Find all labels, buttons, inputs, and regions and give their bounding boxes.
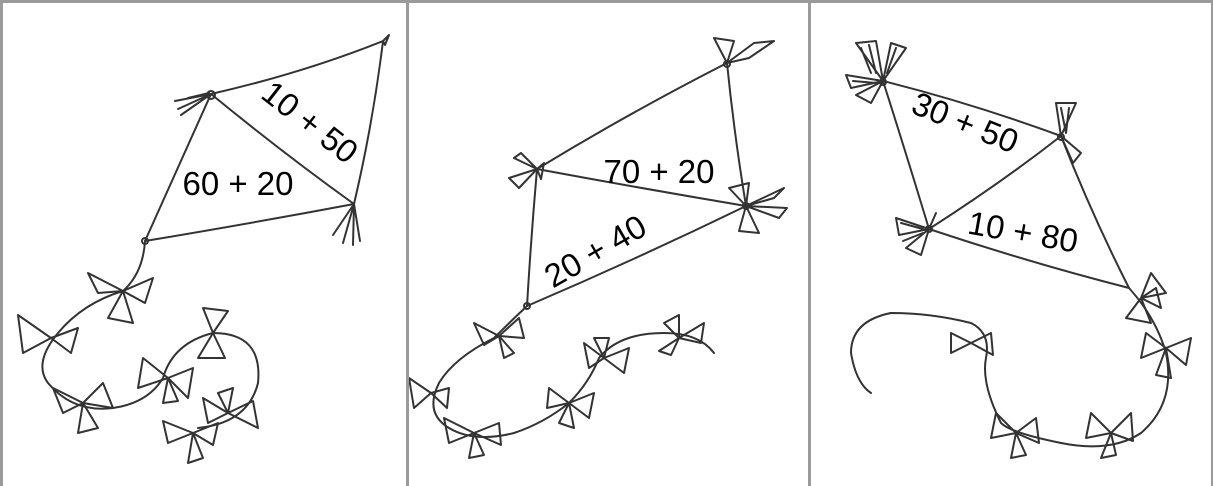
kite-3-corner-bows (845, 40, 1082, 256)
kite-3-expression-top: 30 + 50 (907, 84, 1024, 160)
panel-divider-1 (406, 0, 409, 486)
kite-panel-2: 70 + 20 20 + 40 (409, 3, 808, 486)
kite-1-tassel-bottom (332, 203, 361, 246)
kite-3-lower-triangle (928, 135, 1130, 289)
kite-2-upper-triangle (536, 62, 747, 207)
kite-1-tail-string (41, 240, 260, 429)
kite-1-expression-top: 10 + 50 (255, 73, 365, 171)
kite-1-top-knot (382, 34, 390, 46)
kite-2-expression-bottom: 20 + 40 (538, 207, 653, 295)
kite-1-expression-bottom: 60 + 20 (182, 165, 293, 202)
kite-3-expression-bottom: 10 + 80 (965, 204, 1081, 260)
kite-2-expression-top: 70 + 20 (603, 153, 714, 190)
frame-right-border (1211, 0, 1213, 486)
frame-left-border (0, 0, 3, 486)
kite-drawing-2: 70 + 20 20 + 40 (409, 37, 788, 459)
kite-3-upper-triangle (882, 80, 1062, 230)
kite-panel-1: 10 + 50 60 + 20 (3, 3, 406, 486)
frame-top-border (0, 0, 1213, 3)
kite-1-tassel-left (174, 92, 212, 116)
kite-2-tail-string (432, 305, 715, 438)
panel-divider-2 (808, 0, 811, 486)
kite-3-tail-bows (950, 272, 1192, 459)
kite-panel-3: 30 + 50 10 + 80 (811, 3, 1211, 486)
kite-2-lower-triangle (526, 168, 747, 307)
kite-drawing-3: 30 + 50 10 + 80 (845, 40, 1192, 459)
kite-2-corner-bows (508, 37, 788, 234)
kite-1-tail-bows (17, 272, 259, 464)
kite-1-knot-left (206, 90, 216, 100)
kite-1-upper-triangle (210, 40, 384, 205)
kite-3-tail-string (850, 287, 1170, 448)
kite-drawing-1: 10 + 50 60 + 20 (17, 34, 390, 464)
kite-2-tail-bows (409, 314, 705, 459)
